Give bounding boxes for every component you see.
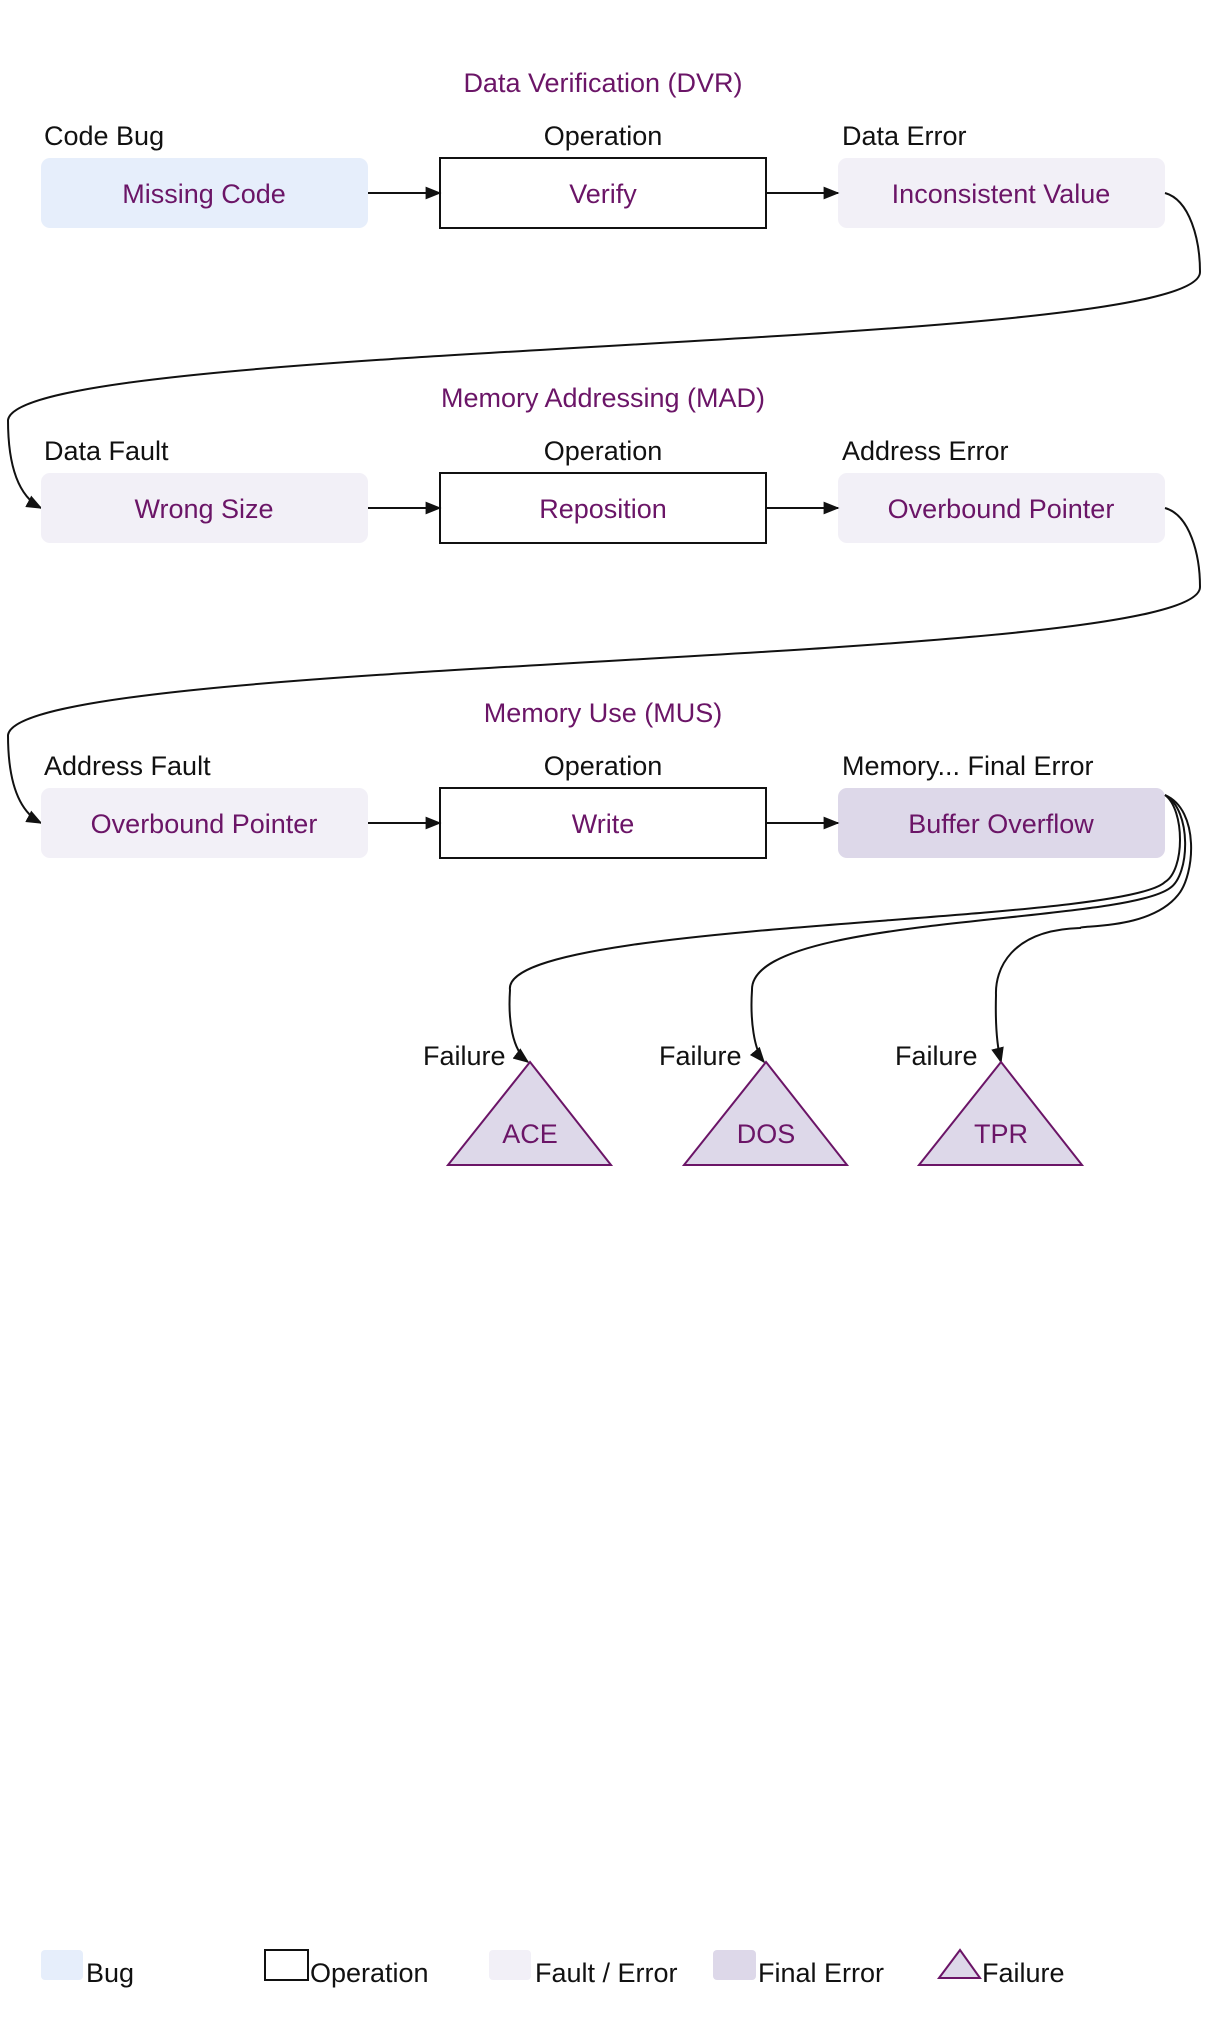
connector-to-ace <box>508 794 1181 1063</box>
legend-failure-label: Failure <box>982 1958 1065 1988</box>
overbound-pointer-text-1: Overbound Pointer <box>888 494 1115 524</box>
code-bug-label: Code Bug <box>44 121 164 151</box>
connector-row1-to-row2 <box>6 192 1202 509</box>
legend-fault-error-swatch <box>489 1950 531 1980</box>
missing-code-text: Missing Code <box>122 179 286 209</box>
row-title-mus: Memory Use (MUS) <box>484 698 723 728</box>
legend-bug-label: Bug <box>86 1958 134 1988</box>
row-title-mad: Memory Addressing (MAD) <box>441 383 765 413</box>
reposition-text: Reposition <box>539 494 667 524</box>
failure-triangle-ace <box>445 1060 614 1166</box>
operation-label-3: Operation <box>544 751 663 781</box>
legend-final-error-swatch <box>713 1950 756 1980</box>
legend-fault-error-label: Fault / Error <box>535 1958 678 1988</box>
connector-to-dos <box>749 794 1187 1064</box>
inconsistent-value-text: Inconsistent Value <box>892 179 1111 209</box>
legend-failure-swatch <box>937 1948 982 1979</box>
missing-code-node <box>41 158 368 228</box>
legend: Bug Operation Fault / Error Final Error … <box>41 1948 1065 1988</box>
overbound-pointer-node-2 <box>41 788 368 858</box>
inconsistent-value-node <box>838 158 1165 228</box>
verify-text: Verify <box>569 179 637 209</box>
buffer-overflow-node <box>838 788 1165 858</box>
write-text: Write <box>572 809 635 839</box>
failure-text-ace: ACE <box>502 1119 558 1149</box>
failure-label-ace: Failure <box>423 1041 506 1071</box>
reposition-node <box>439 472 767 544</box>
connector-row2-to-row3 <box>6 507 1202 824</box>
legend-final-error-label: Final Error <box>758 1958 884 1988</box>
wrong-size-text: Wrong Size <box>134 494 273 524</box>
overbound-pointer-text-2: Overbound Pointer <box>91 809 318 839</box>
overbound-pointer-node-1 <box>838 473 1165 543</box>
failure-label-tpr: Failure <box>895 1041 978 1071</box>
failure-text-tpr: TPR <box>974 1119 1028 1149</box>
operation-label-1: Operation <box>544 121 663 151</box>
data-fault-label: Data Fault <box>44 436 169 466</box>
failure-label-dos: Failure <box>659 1041 742 1071</box>
data-error-label: Data Error <box>842 121 967 151</box>
connector-to-tpr <box>991 794 1192 1064</box>
legend-bug-swatch <box>41 1950 83 1980</box>
address-fault-label: Address Fault <box>44 751 211 781</box>
failure-text-dos: DOS <box>737 1119 796 1149</box>
failure-triangle-tpr <box>916 1060 1085 1166</box>
wrong-size-node <box>41 473 368 543</box>
legend-operation-label: Operation <box>310 1958 429 1988</box>
buffer-overflow-text: Buffer Overflow <box>908 809 1094 839</box>
row-title-dvr: Data Verification (DVR) <box>463 68 742 98</box>
failure-triangle-dos <box>681 1060 850 1166</box>
legend-operation-swatch <box>264 1949 309 1981</box>
address-error-label: Address Error <box>842 436 1009 466</box>
final-error-label: Memory... Final Error <box>842 751 1094 781</box>
operation-label-2: Operation <box>544 436 663 466</box>
